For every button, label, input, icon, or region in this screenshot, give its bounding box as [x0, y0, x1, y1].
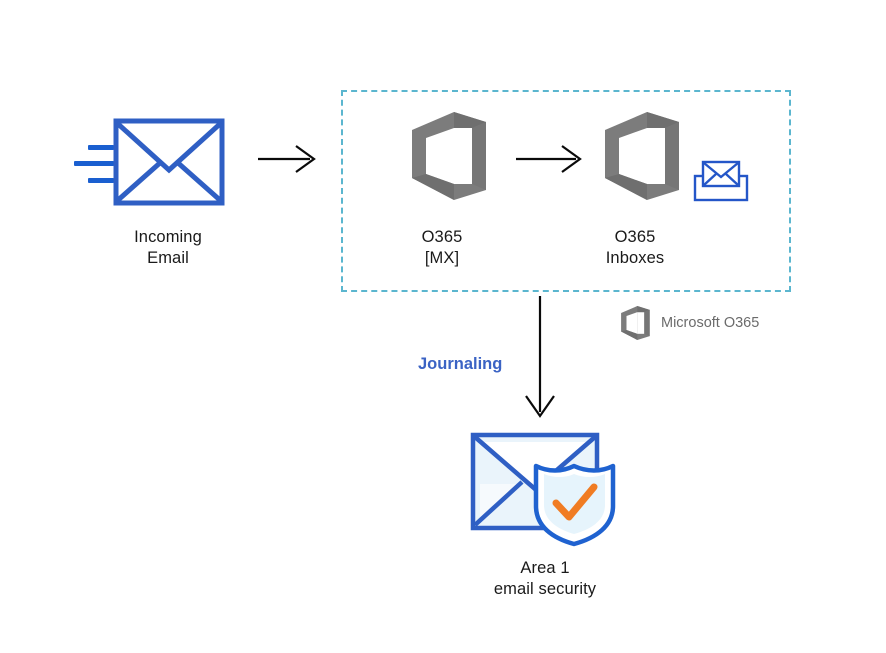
o365-inboxes-label-line1: O365	[614, 228, 656, 246]
incoming-email-label: Incoming Email	[88, 227, 248, 269]
journaling-label: Journaling	[418, 355, 503, 373]
legend-microsoft-o365: Microsoft O365	[618, 304, 759, 342]
legend-microsoft-o365-label: Microsoft O365	[661, 315, 760, 331]
office-365-logo-icon	[597, 108, 685, 204]
o365-mx-label-line1: O365	[421, 228, 463, 246]
arrow-right-icon	[258, 144, 316, 174]
motion-line-top	[88, 145, 114, 150]
incoming-email-label-line2: Email	[147, 249, 189, 267]
area1-label-line2: email security	[493, 580, 597, 598]
arrow-right-icon	[516, 144, 582, 174]
envelope-icon	[113, 118, 225, 206]
area1-label: Area 1 email security	[465, 558, 625, 600]
microsoft-o365-boundary-box	[341, 90, 791, 292]
motion-lines-icon	[74, 145, 116, 185]
motion-line-middle	[74, 161, 114, 166]
incoming-email-label-line1: Incoming	[134, 228, 202, 246]
area1-label-line1: Area 1	[520, 559, 570, 577]
shielded-envelope-icon	[470, 432, 630, 547]
o365-inboxes-label-line2: Inboxes	[605, 249, 665, 267]
o365-inboxes-label: O365 Inboxes	[555, 227, 715, 269]
motion-line-bottom	[88, 178, 114, 183]
office-365-logo-icon	[404, 108, 492, 204]
arrow-down-icon	[522, 296, 558, 418]
open-envelope-icon	[693, 160, 749, 202]
office-365-logo-icon	[618, 304, 652, 342]
o365-mx-label: O365 [MX]	[362, 227, 522, 269]
o365-mx-label-line2: [MX]	[424, 249, 460, 267]
